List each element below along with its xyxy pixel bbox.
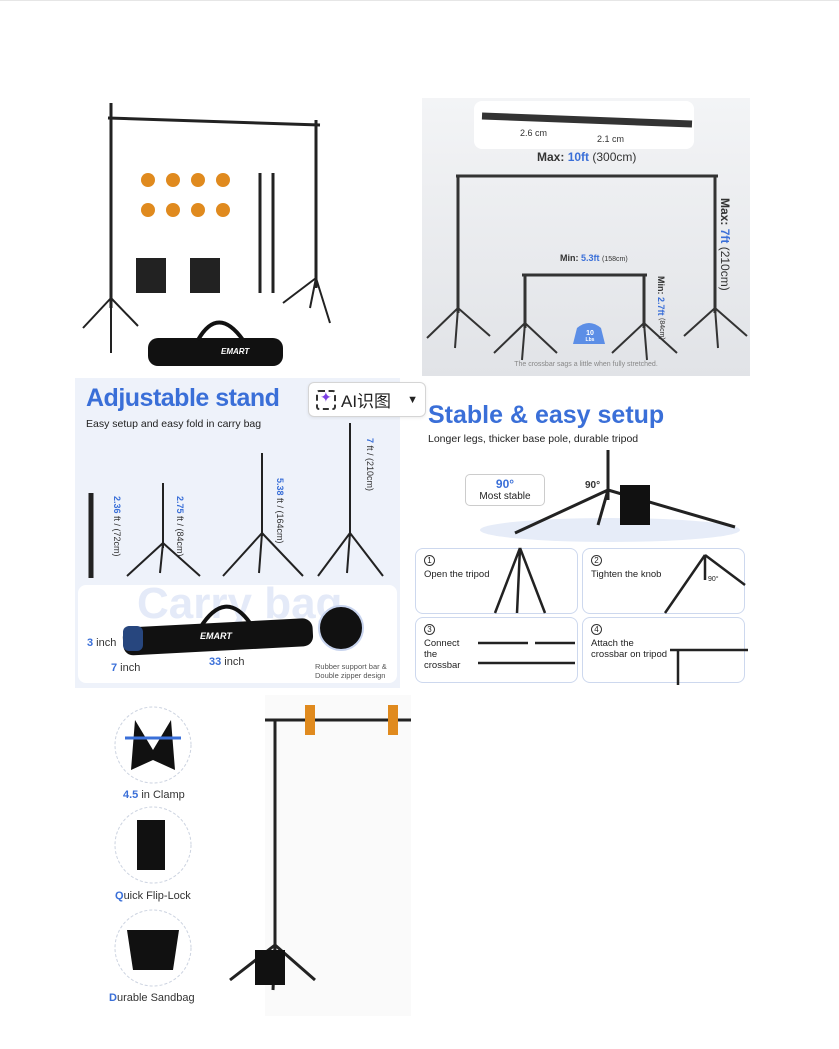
tube-diameter-b: 2.1 cm	[597, 134, 625, 144]
panel-title: Stable & easy setup	[428, 401, 665, 429]
bag-height: 3 inch	[87, 637, 117, 649]
min-width-label: Min: 5.3ft (158cm)	[560, 253, 628, 263]
chevron-down-icon[interactable]: ▼	[407, 393, 418, 406]
product-image-features[interactable]: 4.5 in Clamp Quick Flip-Lock Durable San…	[75, 690, 411, 1016]
bag-depth: 7 inch	[111, 662, 141, 674]
ai-image-recognition-button[interactable]: ✦ AI识图 ▼	[308, 382, 426, 417]
max-width-label: Max: 10ft (300cm)	[537, 150, 637, 164]
feature-flip-lock: Quick Flip-Lock	[115, 890, 191, 902]
tube-diameter-a: 2.6 cm	[520, 128, 548, 138]
product-image-kit[interactable]: EMART	[78, 98, 336, 376]
panel-subtitle: Longer legs, thicker base pole, durable …	[428, 433, 639, 445]
tripod-illustration	[480, 450, 740, 542]
height-label-3: 5.38 ft / (164cm)	[275, 478, 285, 544]
bag-watermark: Carry bag	[137, 579, 342, 628]
bag-note: Rubber support bar & Double zipper desig…	[315, 662, 387, 680]
height-label-2: 2.75 ft / (84cm)	[175, 496, 185, 557]
backdrop-frame-illustration	[426, 112, 748, 361]
bag-brand: EMART	[200, 631, 232, 641]
stable-badge: 90°Most stable	[465, 474, 545, 506]
panel-subtitle: Easy setup and easy fold in carry bag	[86, 418, 262, 430]
height-label-4: 7 ft / (210cm)	[365, 438, 375, 492]
brand-label: EMART	[221, 347, 250, 356]
features-illustration	[114, 695, 411, 1016]
height-label-1: 2.36 ft / (72cm)	[112, 496, 122, 557]
height-stages-illustration: Carry bag	[78, 423, 397, 683]
feature-clamp: 4.5 in Clamp	[123, 789, 185, 801]
sag-note: The crossbar sags a little when fully st…	[514, 361, 658, 368]
top-divider	[0, 0, 839, 1]
product-image-dimensions[interactable]: 2.6 cm 2.1 cm Max: 10ft (300cm) Max: 7ft…	[422, 98, 750, 376]
max-height-label: Max: 7ft (210cm)	[718, 198, 732, 291]
min-height-label: Min: 2.7ft (84cm)	[656, 276, 666, 340]
sparkle-scan-icon: ✦	[316, 389, 336, 410]
feature-sandbag: Durable Sandbag	[109, 992, 195, 1004]
product-image-setup[interactable]: Stable & easy setup Longer legs, thicker…	[415, 395, 748, 688]
ai-button-label: AI识图	[341, 392, 392, 411]
stand-kit-illustration	[82, 103, 331, 366]
angle-label: 90°	[585, 480, 601, 491]
product-image-adjustable[interactable]: Adjustable stand Easy setup and easy fol…	[75, 378, 400, 688]
bag-length: 33 inch	[209, 656, 245, 668]
panel-title: Adjustable stand	[86, 384, 280, 412]
